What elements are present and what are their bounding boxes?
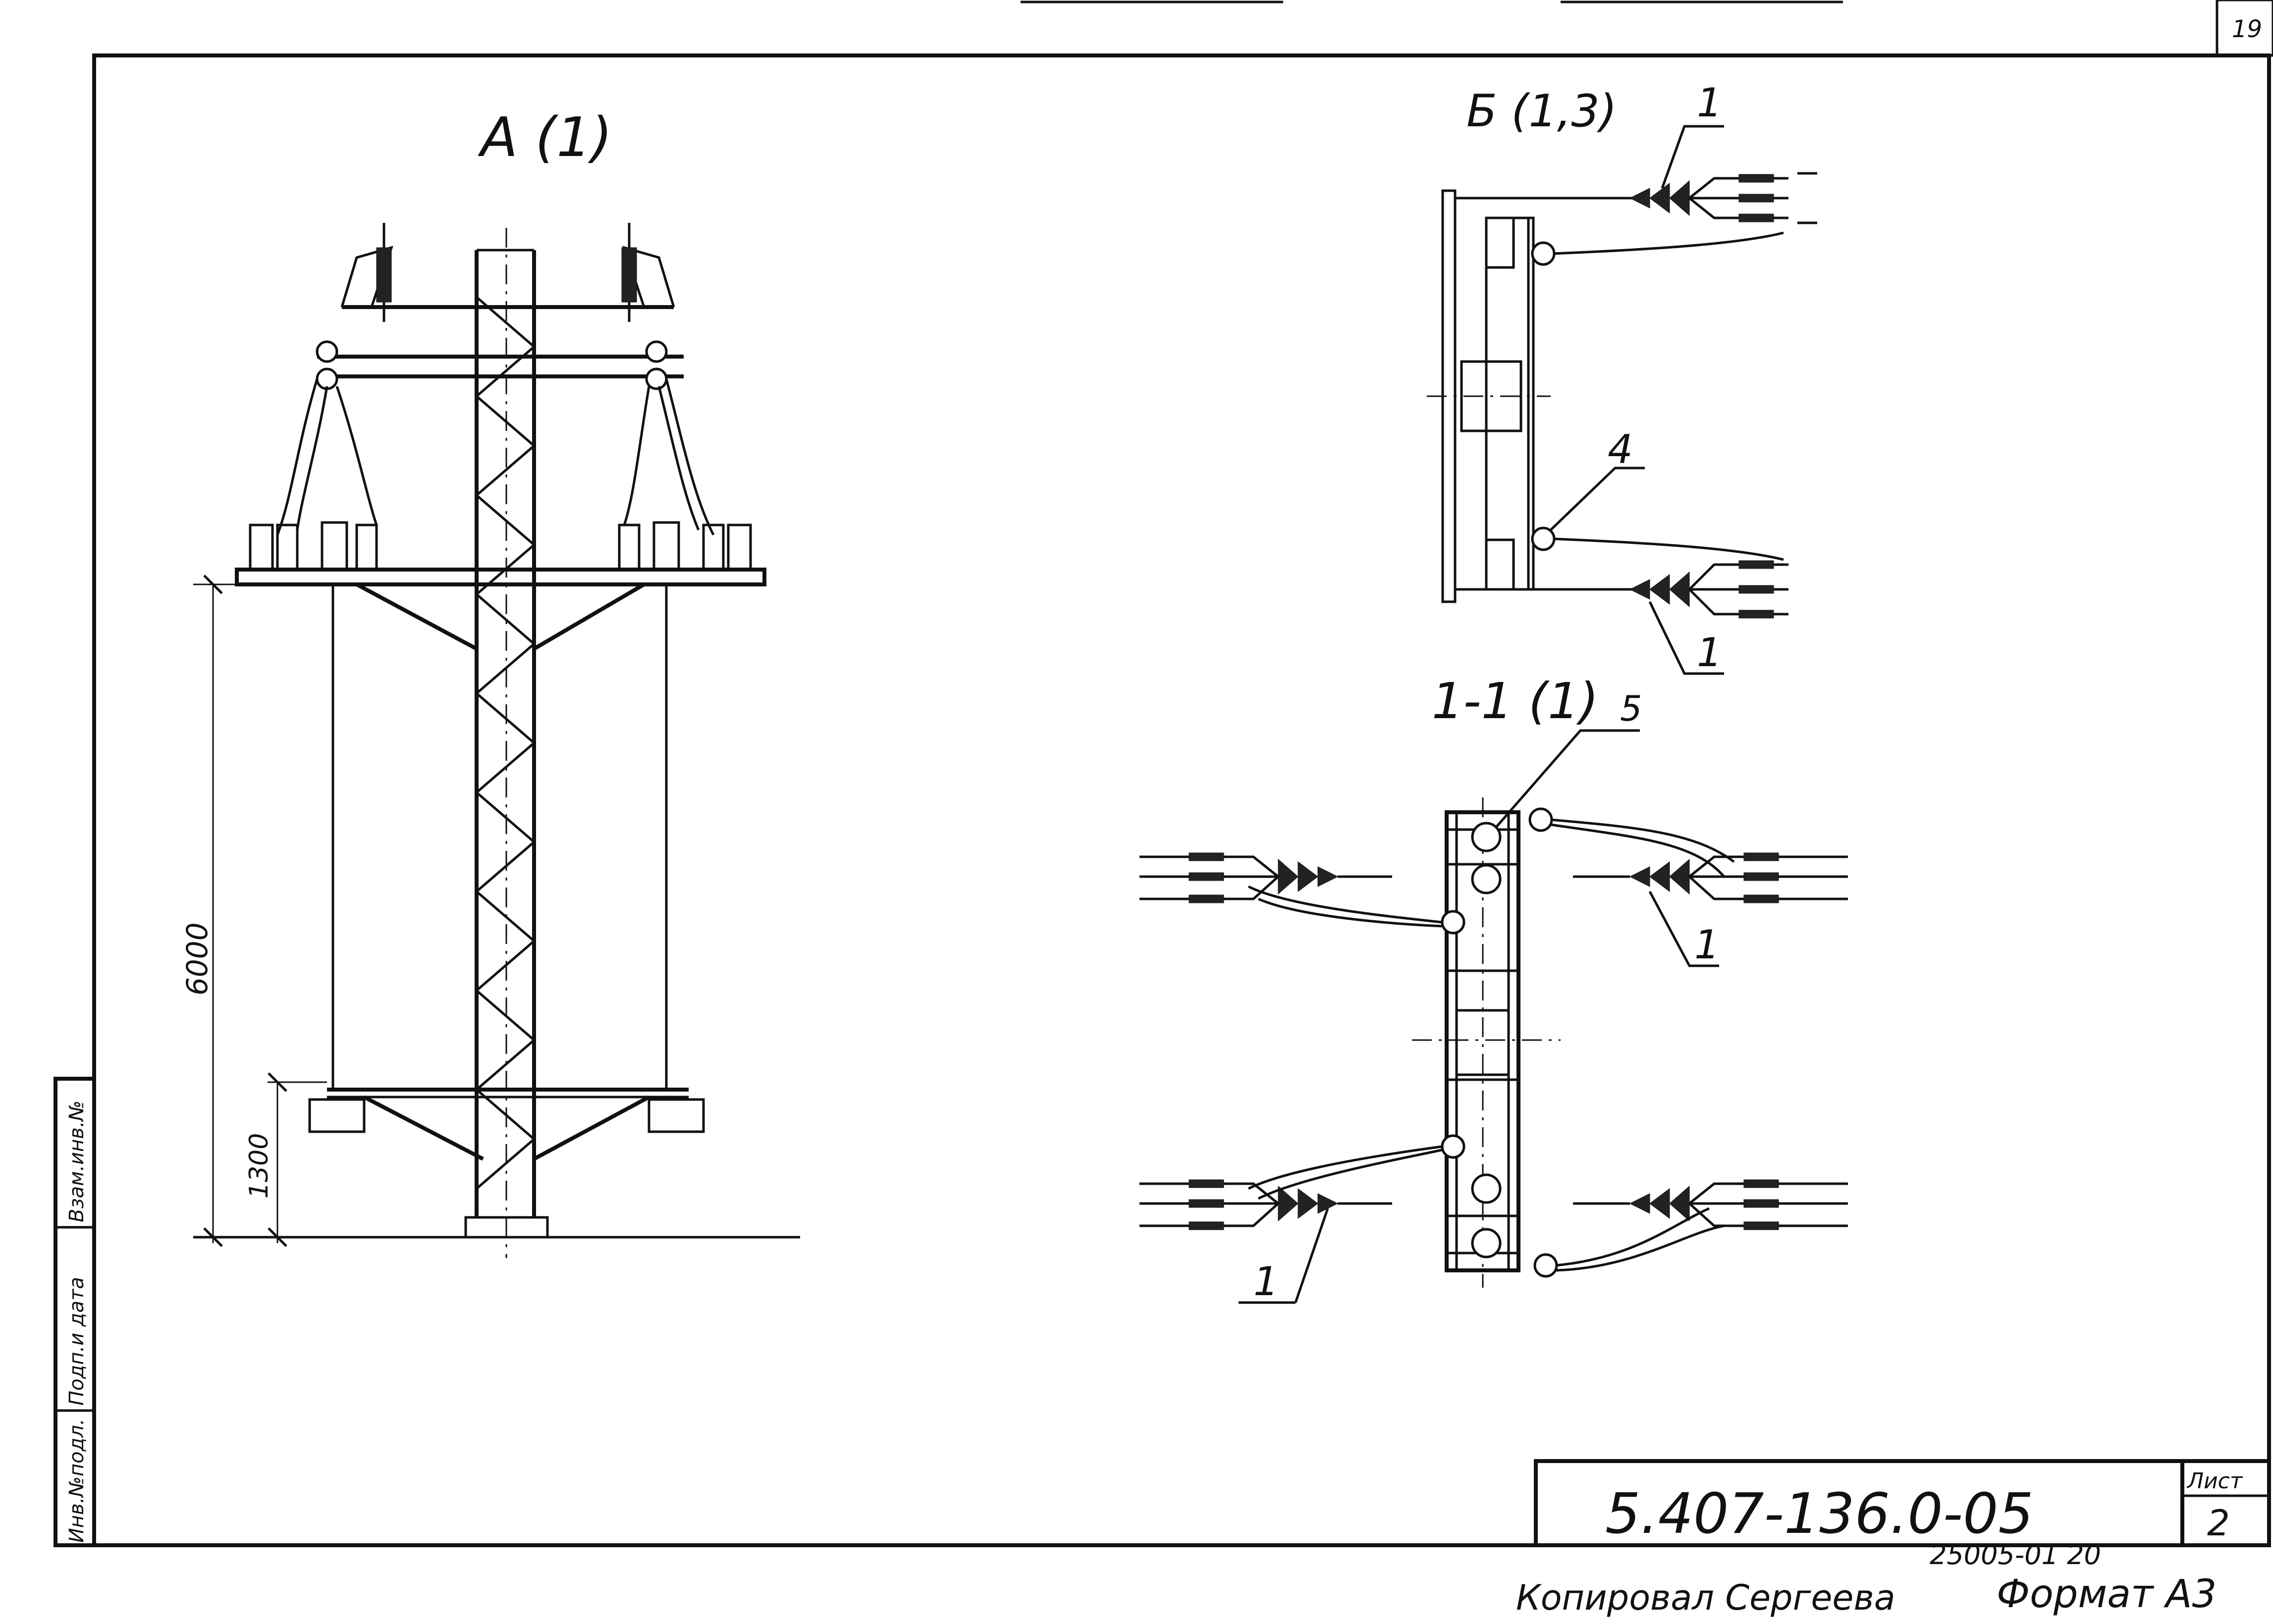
- title-block: [1534, 1459, 2271, 1547]
- dim-6000: 6000: [180, 922, 214, 995]
- section-1-1-structure: [1139, 797, 1848, 1288]
- side-stamp-sign: Подп.и дата: [65, 1277, 88, 1406]
- view-a-dimensions: [193, 575, 327, 1247]
- view-a-structure: [193, 223, 800, 1258]
- dim-1300: 1300: [244, 1133, 274, 1199]
- side-stamp-replace: Взам.инв.№: [65, 1100, 88, 1222]
- copied-by: Копировал Сергеева: [1516, 1577, 1895, 1618]
- doc-number: 5.407-136.0-05: [1605, 1482, 2034, 1546]
- callout-s-top: 5: [1620, 688, 1642, 729]
- callout-a-bottom: 1: [1253, 1258, 1279, 1305]
- callout-s-right: 1: [1694, 922, 1720, 968]
- order-number: 25005-01 20: [1930, 1539, 2101, 1571]
- side-stamp: [54, 1077, 96, 1547]
- view-a-callout-leader: [1239, 1208, 1329, 1304]
- side-stamp-inv: Инв.№подл.: [65, 1418, 88, 1543]
- view-b-title: Б (1,3): [1466, 85, 1617, 137]
- view-b-structure: [1427, 172, 1817, 619]
- view-b-leaders: [1550, 125, 1724, 675]
- sheet-label: Лист: [2186, 1468, 2243, 1494]
- callout-b-top: 1: [1697, 80, 1722, 126]
- paper-format: Формат А3: [1997, 1572, 2217, 1617]
- view-a-title: A (1): [478, 105, 612, 169]
- callout-b-mid: 4: [1608, 426, 1633, 472]
- section-1-1-title: 1-1 (1): [1432, 672, 1599, 730]
- drawing-frame: [92, 0, 2273, 1547]
- sheet-number: 2: [2207, 1502, 2230, 1544]
- callout-b-bottom: 1: [1697, 629, 1722, 676]
- section-1-1-leaders: [1495, 729, 1719, 967]
- sheet-corner-number: 19: [2232, 15, 2262, 43]
